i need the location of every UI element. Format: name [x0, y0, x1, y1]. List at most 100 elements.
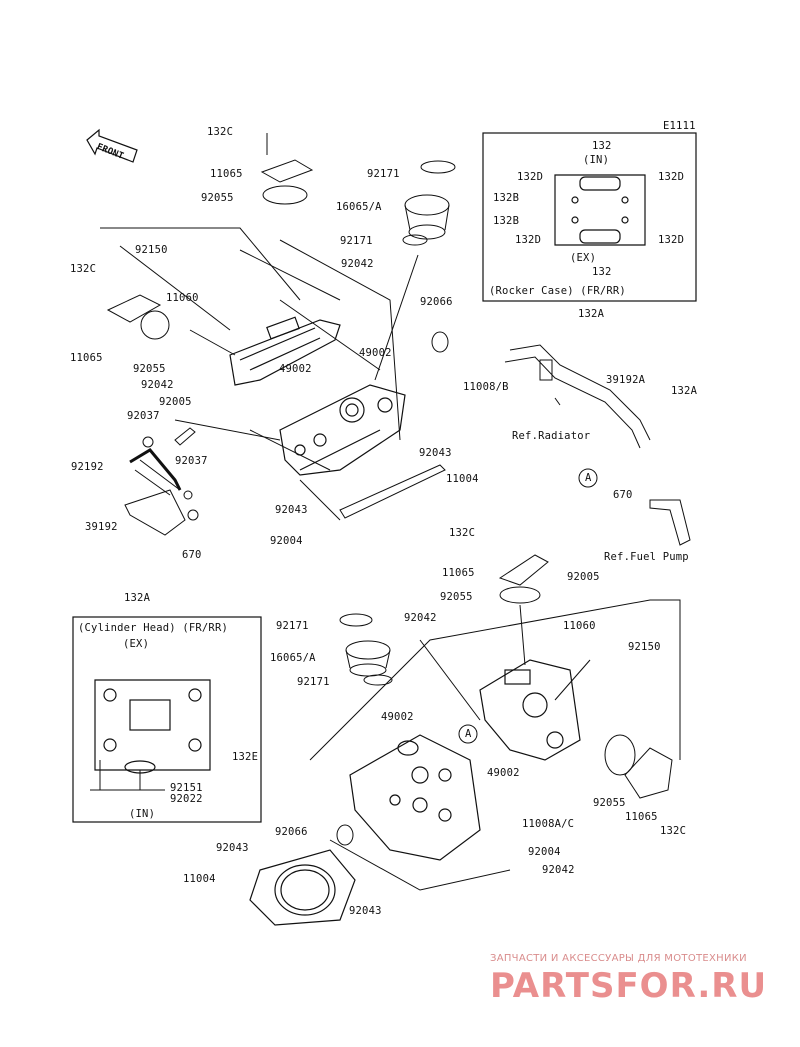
part-label: 132A	[578, 308, 605, 320]
part-label: 132A	[124, 592, 151, 604]
part-label: 92055	[133, 363, 166, 375]
part-label: 670	[182, 549, 202, 561]
watermark-tagline: ЗАПЧАСТИ И АКСЕССУАРЫ ДЛЯ МОТОТЕХНИКИ	[490, 953, 747, 964]
part-label: 92171	[367, 168, 400, 180]
part-label: 11004	[183, 873, 216, 885]
part-label: 92037	[175, 455, 208, 467]
front-arrow-icon	[86, 128, 138, 163]
part-label: 92042	[341, 258, 374, 270]
part-label: 92043	[419, 447, 452, 459]
part-label: 49002	[359, 347, 392, 359]
part-label: 11065	[210, 168, 243, 180]
part-label: 92055	[593, 797, 626, 809]
part-label: 11065	[70, 352, 103, 364]
part-label: 92004	[528, 846, 561, 858]
part-label: 92005	[159, 396, 192, 408]
ref-circle-label: A	[585, 472, 592, 484]
part-label: 16065/A	[336, 201, 382, 213]
watermark-logo: PARTSFOR.RU	[490, 966, 768, 1006]
part-label: 92055	[440, 591, 473, 603]
part-label: 92066	[275, 826, 308, 838]
part-label: 92150	[628, 641, 661, 653]
cover-plate-left	[106, 294, 170, 340]
part-label: 92005	[567, 571, 600, 583]
ring-92066-upper	[431, 331, 449, 353]
upper-rocker-cover	[229, 316, 341, 386]
lower-intake-joint	[339, 613, 393, 686]
ref-circle-a-lower	[458, 724, 478, 744]
rocker-label: (IN)	[583, 154, 610, 166]
rocker-label: 132D	[658, 171, 685, 183]
part-label: 92004	[270, 535, 303, 547]
rocker-label: 132D	[517, 171, 544, 183]
rocker-label: 132D	[515, 234, 542, 246]
part-label: 132C	[70, 263, 97, 275]
part-label: 92066	[420, 296, 453, 308]
part-label: 16065/A	[270, 652, 316, 664]
cylinder-head-box	[72, 616, 262, 823]
rocker-box-title: (Rocker Case) (FR/RR)	[489, 285, 626, 297]
front-rocker-cover	[479, 659, 581, 761]
part-label: 92043	[216, 842, 249, 854]
part-label: 49002	[381, 711, 414, 723]
cover-plate-mid	[498, 554, 549, 604]
part-label: 92150	[135, 244, 168, 256]
part-label: 132C	[207, 126, 234, 138]
part-label: 132A	[671, 385, 698, 397]
rocker-case-box	[482, 132, 697, 302]
cylinder-box-title: (Cylinder Head) (FR/RR)	[78, 622, 228, 634]
ref-label: Ref.Fuel Pump	[604, 551, 689, 563]
rear-cylinder-head	[279, 384, 406, 476]
cylinder-label: 92151	[170, 782, 203, 794]
cylinder-label: 132E	[232, 751, 259, 763]
part-label: 11065	[625, 811, 658, 823]
part-label: 92042	[542, 864, 575, 876]
upper-head-gasket	[339, 464, 446, 519]
rocker-label: 132D	[658, 234, 685, 246]
part-label: 11004	[446, 473, 479, 485]
cylinder-label: (EX)	[123, 638, 150, 650]
part-label: 670	[613, 489, 633, 501]
front-cylinder-head	[349, 734, 481, 861]
upper-intake-joint	[402, 160, 456, 246]
cylinder-label: 92022	[170, 793, 203, 805]
ref-circle-label: A	[465, 728, 472, 740]
part-label: 132C	[660, 825, 687, 837]
part-label: 92171	[297, 676, 330, 688]
left-water-pipe	[124, 459, 186, 536]
part-label: 92042	[141, 379, 174, 391]
ref-circle-a-upper	[578, 468, 598, 488]
part-label: 92043	[349, 905, 382, 917]
part-label: 39192	[85, 521, 118, 533]
part-label: 11065	[442, 567, 475, 579]
rocker-case-drawing	[554, 174, 646, 246]
diagram-code: E1111	[663, 120, 696, 132]
part-label: 11008/B	[463, 381, 509, 393]
cylinder-label: (IN)	[129, 808, 156, 820]
part-label: 92037	[127, 410, 160, 422]
part-label: 132C	[449, 527, 476, 539]
part-label: 92043	[275, 504, 308, 516]
ref-label: Ref.Radiator	[512, 430, 591, 442]
part-label: 92171	[276, 620, 309, 632]
fuel-pump-pipe	[649, 499, 691, 546]
cover-plate-top	[260, 159, 314, 205]
rocker-label: 132	[592, 266, 612, 278]
part-label: 11008A/C	[522, 818, 575, 830]
hose-92192	[129, 448, 182, 491]
rocker-label: 132	[592, 140, 612, 152]
lower-cover-plate	[604, 734, 673, 799]
rocker-label: 132B	[493, 215, 520, 227]
cylinder-head-drawing	[94, 679, 211, 774]
pin-92005-left	[174, 427, 196, 446]
part-label: 92171	[340, 235, 373, 247]
part-label: 49002	[487, 767, 520, 779]
part-label: 92192	[71, 461, 104, 473]
part-label: 92042	[404, 612, 437, 624]
part-label: 11060	[563, 620, 596, 632]
ring-92066-lower	[336, 824, 354, 846]
rocker-label: 132B	[493, 192, 520, 204]
part-label: 11060	[166, 292, 199, 304]
